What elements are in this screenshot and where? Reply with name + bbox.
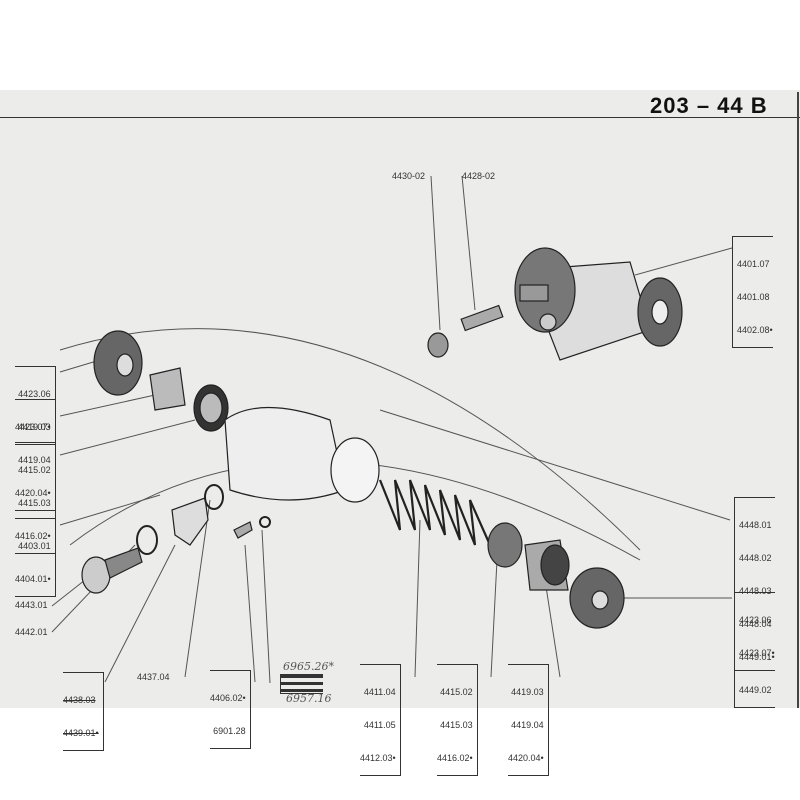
part-number: 4403.01 (18, 541, 51, 551)
handwritten-number: 6957.16 (286, 692, 332, 705)
part-number: 4415.03 (18, 498, 51, 508)
part-number: 4415.02 (18, 465, 51, 475)
part-number: 4449.01• (739, 652, 775, 662)
part-number: 4420.04• (15, 488, 51, 498)
scribbled-labels (280, 674, 323, 694)
right-border (797, 92, 799, 708)
part-number: 4448.02 (739, 553, 772, 563)
part-number: 4412.03• (360, 753, 396, 763)
part-number: 4415.02 (440, 687, 473, 697)
label-left-seal: 4415.02 4415.03 4416.02• (15, 442, 56, 554)
part-number: 4411.05 (363, 720, 396, 730)
label-spring: 4411.04 4411.05 4412.03• (360, 664, 401, 776)
label-bolt: 4443.01 (15, 600, 48, 610)
part-number: 4419.04 (511, 720, 544, 730)
label-right-cap: 4423.06 4423.07• (734, 592, 775, 671)
label-struck: 4438.03 4439.01• (63, 672, 104, 751)
label-4428: 4428-02 (462, 171, 496, 181)
part-number: 4401.07 (737, 259, 770, 269)
part-number: 4419.03 (18, 422, 51, 432)
part-number: 4402.08• (737, 325, 773, 335)
part-number: 4423.06 (739, 615, 772, 625)
label-wheel-cylinder: 4401.07 4401.08 4402.08• (732, 236, 773, 348)
outline-curve (59, 328, 641, 551)
part-number: 4423.07• (739, 648, 775, 658)
part-number: 4406.02• (210, 693, 246, 703)
scanned-sheet (0, 90, 800, 708)
part-number: 4419.04 (18, 455, 51, 465)
label-screw: 4406.02• 6901.28 (210, 670, 251, 749)
label-washer-bolt: 4442.01 (15, 627, 48, 637)
part-number: 4415.03 (440, 720, 473, 730)
part-number: 4448.01 (739, 520, 772, 530)
part-number: 4416.02• (15, 531, 51, 541)
part-number: 4419.03 (511, 687, 544, 697)
label-4430: 4430-02 (392, 171, 426, 181)
part-number: 4448.03 (739, 586, 772, 596)
handwritten-number: 6965.26* (283, 660, 334, 673)
part-number: 4401.08 (737, 292, 770, 302)
part-number: 4416.02• (437, 753, 473, 763)
part-number: 6901.28 (213, 726, 246, 736)
part-number: 4438.03 (63, 695, 96, 705)
part-number: 4439.01• (63, 728, 99, 738)
label-right-seal: 4415.02 4415.03 4416.02• (437, 664, 478, 776)
part-number: 4411.04 (363, 687, 396, 697)
part-number: 4423.07• (15, 422, 51, 432)
part-number: 4448.04 (739, 619, 772, 629)
part-number: 4404.01• (15, 574, 51, 584)
label-right-cup: 4419.03 4419.04 4420.04• (508, 664, 549, 776)
label-4437: 4437.04 (137, 672, 170, 682)
part-number: 4420.04• (508, 753, 544, 763)
part-number: 4449.02 (739, 685, 772, 695)
label-washer-left: 4403.01 4404.01• (15, 518, 56, 597)
top-rule (0, 117, 800, 118)
part-number: 4423.06 (18, 389, 51, 399)
page-title: 203 – 44 B (650, 93, 768, 118)
